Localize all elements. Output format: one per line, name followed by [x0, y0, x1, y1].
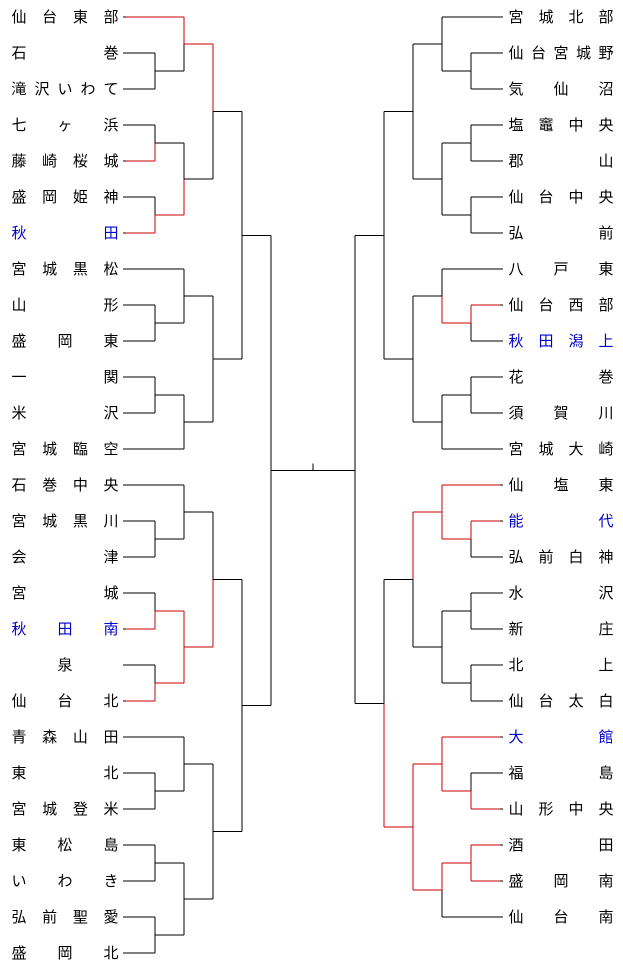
right-team-name: 八戸東: [508, 260, 613, 278]
right-team-name: 盛岡南: [508, 872, 613, 890]
left-team-name: 山形: [11, 296, 118, 314]
right-team-name: 秋田潟上: [508, 332, 613, 350]
bracket-lines: [123, 16, 503, 954]
left-team-name: 秋田南: [11, 620, 118, 638]
left-team-name: 滝沢いわて: [11, 80, 118, 98]
left-team-name: 泉: [57, 656, 72, 674]
left-team-name: 石巻: [11, 44, 118, 62]
right-team-name: 宮城北部: [508, 8, 613, 26]
right-team-name: 仙台中央: [508, 188, 613, 206]
right-team-name: 仙塩東: [508, 476, 613, 494]
left-team-name: 宮城黒川: [11, 512, 118, 530]
right-team-name: 仙台宮城野: [508, 44, 613, 62]
right-team-name: 大館: [508, 728, 613, 746]
left-team-name: 盛岡姫神: [11, 188, 118, 206]
left-team-name: 仙台北: [11, 692, 118, 710]
left-team-name: 仙台東部: [11, 8, 118, 26]
right-team-name: 仙台太白: [508, 692, 613, 710]
right-team-name: 花巻: [508, 368, 613, 386]
right-team-name: 弘前白神: [508, 548, 613, 566]
right-team-name: 郡山: [508, 152, 613, 170]
left-team-name: 七ヶ浜: [11, 116, 118, 134]
right-team-name: 水沢: [508, 584, 613, 602]
left-team-name: 宮城登米: [11, 800, 118, 818]
left-team-name: 秋田: [11, 224, 118, 242]
right-team-list: 宮城北部仙台宮城野気仙沼塩竈中央郡山仙台中央弘前八戸東仙台西部秋田潟上花巻須賀川…: [508, 8, 613, 926]
right-team-name: 新庄: [508, 620, 613, 638]
left-team-name: 一関: [11, 368, 118, 386]
right-team-name: 宮城大崎: [508, 440, 613, 458]
left-team-name: 宮城臨空: [11, 440, 118, 458]
right-team-name: 酒田: [508, 836, 613, 854]
right-team-name: 能代: [508, 512, 613, 530]
right-team-name: 弘前: [508, 224, 613, 242]
left-team-name: 米沢: [11, 404, 118, 422]
right-team-name: 須賀川: [508, 404, 613, 422]
right-team-name: 気仙沼: [508, 80, 613, 98]
left-team-name: 盛岡北: [11, 944, 118, 962]
left-team-name: 弘前聖愛: [11, 908, 118, 926]
left-team-name: 会津: [11, 548, 118, 566]
right-team-name: 仙台西部: [508, 296, 613, 314]
left-team-name: 東北: [11, 764, 118, 782]
left-team-name: 藤崎桜城: [11, 152, 118, 170]
left-team-name: 宮城黒松: [11, 260, 118, 278]
right-team-name: 福島: [508, 764, 613, 782]
left-team-name: 東松島: [11, 836, 118, 854]
right-team-name: 山形中央: [508, 800, 613, 818]
left-team-name: いわき: [11, 872, 118, 890]
left-team-list: 仙台東部石巻滝沢いわて七ヶ浜藤崎桜城盛岡姫神秋田宮城黒松山形盛岡東一関米沢宮城臨…: [11, 8, 118, 962]
left-team-name: 青森山田: [11, 728, 118, 746]
right-team-name: 仙台南: [508, 908, 613, 926]
left-team-name: 石巻中央: [11, 476, 118, 494]
right-team-name: 北上: [508, 656, 613, 674]
right-team-name: 塩竈中央: [508, 116, 613, 134]
left-team-name: 宮城: [11, 584, 118, 602]
left-team-name: 盛岡東: [11, 332, 118, 350]
